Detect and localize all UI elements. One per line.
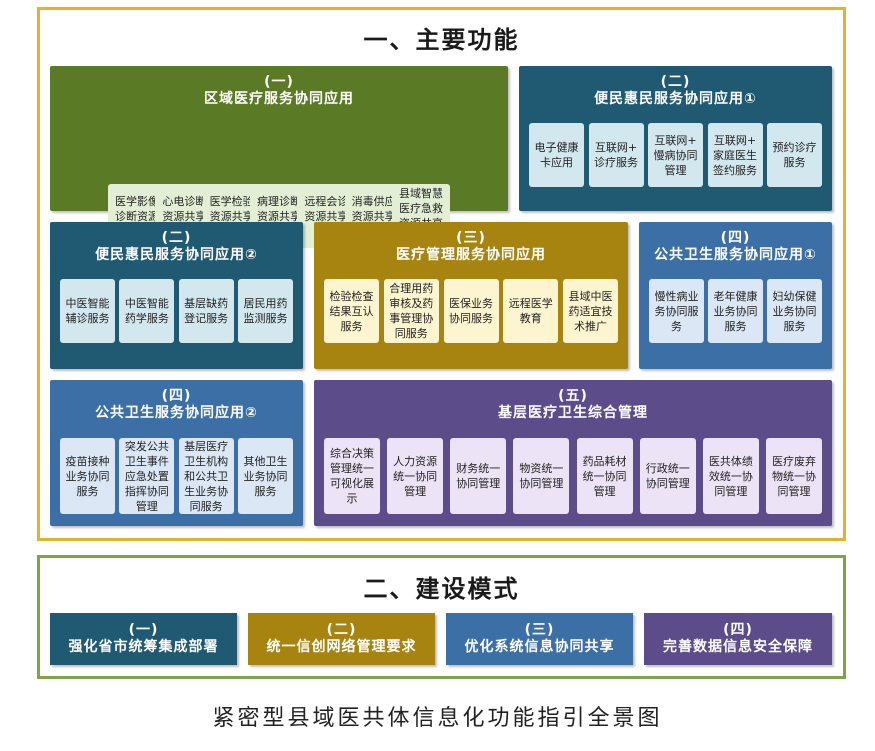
mode-4: (四) 完善数据信息安全保障 [644, 613, 832, 665]
mode-2: (二) 统一信创网络管理要求 [248, 613, 435, 665]
construction-mode-frame [37, 555, 846, 679]
function-item: 电子健康 卡应用 [529, 123, 584, 187]
function-item: 检验检查 结果互认 服务 [324, 279, 379, 343]
function-item: 预约诊疗 服务 [767, 123, 822, 187]
function-item-label: 中医智能 辅诊服务 [65, 297, 110, 325]
group-convenience-2: (二)便民惠民服务协同应用② 中医智能 辅诊服务中医智能 药学服务基层缺药 登记服… [50, 222, 303, 369]
function-item: 基层缺药 登记服务 [178, 279, 234, 343]
function-item: 医共体绩 效统一协 同管理 [702, 438, 759, 514]
mode-1-num: (一) [128, 622, 159, 638]
function-item: 互联网+ 诊疗服务 [588, 123, 644, 187]
main-functions-frame [37, 7, 846, 541]
mode-2-label: 统一信创网络管理要求 [266, 639, 417, 655]
mode-1: (一) 强化省市统筹集成部署 [50, 613, 237, 665]
function-item: 中医智能 辅诊服务 [60, 279, 115, 343]
group-title: 公共卫生服务协同应用② [95, 405, 258, 421]
group-number: (五) [558, 388, 588, 404]
function-item: 综合决策 管理统一 可视化展 示 [324, 438, 380, 514]
function-item-label: 行政统一 协同管理 [645, 462, 690, 490]
function-item-label: 疫苗接种 业务协同 服务 [65, 454, 110, 498]
group-convenience-1: (二)便民惠民服务协同应用① 电子健康 卡应用互联网+ 诊疗服务互联网+ 慢病协同… [519, 66, 832, 211]
function-item-label: 居民用药 监测服务 [243, 297, 288, 325]
function-item-label: 医共体绩 效统一协 同管理 [708, 454, 753, 498]
function-item: 药品耗材 统一协同 管理 [576, 438, 633, 514]
function-item: 物资统一 协同管理 [513, 438, 570, 514]
group-title: 基层医疗卫生综合管理 [498, 405, 648, 421]
group-title: 便民惠民服务协同应用② [95, 247, 258, 263]
function-item-label: 互联网+ 诊疗服务 [594, 141, 638, 169]
mode-3-label: 优化系统信息协同共享 [464, 639, 615, 655]
group-number: (二) [660, 74, 691, 90]
mode-2-num: (二) [326, 622, 357, 638]
function-item-label: 互联网+ 家庭医生 签约服务 [713, 133, 757, 177]
function-item: 医疗废弃 物统一协 同管理 [766, 438, 822, 514]
function-item-label: 财务统一 协同管理 [456, 462, 501, 490]
function-item-label: 其他卫生 业务协同 服务 [243, 454, 288, 498]
mode-4-label: 完善数据信息安全保障 [663, 639, 813, 655]
group-public-health-1: (四)公共卫生服务协同应用① 慢性病业 务协同服 务老年健康 业务协同 服务妇幼保… [639, 222, 832, 369]
function-item: 行政统一 协同管理 [639, 438, 696, 514]
function-item: 县域中医 药适宜技 术推广 [563, 279, 618, 343]
mode-1-label: 强化省市统筹集成部署 [68, 639, 219, 655]
function-item-label: 县域中医 药适宜技 术推广 [568, 289, 613, 333]
group-title: 公共卫生服务协同应用① [654, 247, 817, 263]
function-item: 合理用药 审核及药 事管理协 同服务 [383, 279, 439, 343]
function-item: 老年健康 业务协同 服务 [708, 279, 763, 343]
function-item-label: 慢性病业 务协同服 务 [654, 289, 699, 333]
function-item-label: 中医智能 药学服务 [124, 297, 169, 325]
function-item-label: 预约诊疗 服务 [772, 141, 817, 169]
function-item: 医保业务 协同服务 [443, 279, 499, 343]
function-item: 居民用药 监测服务 [238, 279, 293, 343]
function-item: 远程医学 教育 [503, 279, 559, 343]
group-number: (二) [161, 230, 192, 246]
function-item: 突发公共 卫生事件 应急处置 指挥协同 管理 [119, 438, 175, 514]
function-item: 其他卫生 业务协同 服务 [238, 438, 293, 514]
function-item-label: 医疗废弃 物统一协 同管理 [772, 454, 816, 498]
group-number: (四) [720, 230, 751, 246]
function-item-label: 突发公共 卫生事件 应急处置 指挥协同 管理 [124, 439, 169, 513]
function-item-label: 基层缺药 登记服务 [184, 297, 229, 325]
group-number: (四) [161, 388, 192, 404]
group-number: (三) [456, 230, 486, 246]
function-item-label: 检验检查 结果互认 服务 [329, 289, 374, 333]
group-title: 医疗管理服务协同应用 [396, 247, 546, 263]
section2-title: 二、建设模式 [363, 575, 520, 603]
group-medical-management: (三)医疗管理服务协同应用检验检查 结果互认 服务合理用药 审核及药 事管理协 … [314, 222, 628, 369]
function-item-label: 互联网+ 慢病协同 管理 [653, 133, 698, 177]
function-item-label: 医保业务 协同服务 [449, 297, 493, 325]
figure-caption: 紧密型县域医共体信息化功能指引全景图 [212, 706, 663, 731]
function-item: 疫苗接种 业务协同 服务 [60, 438, 115, 514]
group-public-health-2: (四)公共卫生服务协同应用② 疫苗接种 业务协同 服务突发公共 卫生事件 应急处置… [50, 380, 303, 526]
function-item: 妇幼保健 业务协同 服务 [767, 279, 822, 343]
function-item: 人力资源 统一协同 管理 [387, 438, 444, 514]
function-item-label: 基层医疗 卫生机构 和公共卫 生业务协 同服务 [184, 439, 229, 513]
function-item: 财务统一 协同管理 [450, 438, 507, 514]
function-item-label: 药品耗材 统一协同 管理 [582, 454, 627, 498]
function-item-label: 消毒供应 资源共享 中心 [351, 194, 396, 238]
mode-3-num: (三) [524, 622, 555, 638]
function-item-label: 人力资源 统一协同 管理 [393, 454, 438, 498]
group-number: (一) [264, 74, 294, 90]
function-item-label: 合理用药 审核及药 事管理协 同服务 [389, 282, 434, 340]
mode-3: (三) 优化系统信息协同共享 [446, 613, 633, 665]
group-title: 便民惠民服务协同应用① [594, 91, 757, 107]
group-grassroots-management: (五)基层医疗卫生综合管理综合决策 管理统一 可视化展 示人力资源 统一协同 管… [314, 380, 832, 526]
function-item: 中医智能 药学服务 [119, 279, 175, 343]
function-item-label: 电子健康 卡应用 [534, 141, 579, 169]
section1-title: 一、主要功能 [363, 26, 520, 54]
function-item: 慢性病业 务协同服 务 [649, 279, 704, 343]
function-item-label: 远程医学 教育 [508, 297, 553, 325]
function-item: 基层医疗 卫生机构 和公共卫 生业务协 同服务 [178, 438, 234, 514]
function-item-label: 综合决策 管理统一 可视化展 示 [330, 447, 374, 505]
group-title: 区域医疗服务协同应用 [204, 91, 354, 107]
function-item-label: 老年健康 业务协同 服务 [713, 289, 758, 333]
function-item: 互联网+ 家庭医生 签约服务 [707, 123, 763, 187]
function-item-label: 物资统一 协同管理 [519, 462, 564, 490]
mode-4-num: (四) [723, 622, 753, 638]
function-item-label: 妇幼保健 业务协同 服务 [772, 289, 817, 333]
function-item: 互联网+ 慢病协同 管理 [648, 123, 703, 187]
